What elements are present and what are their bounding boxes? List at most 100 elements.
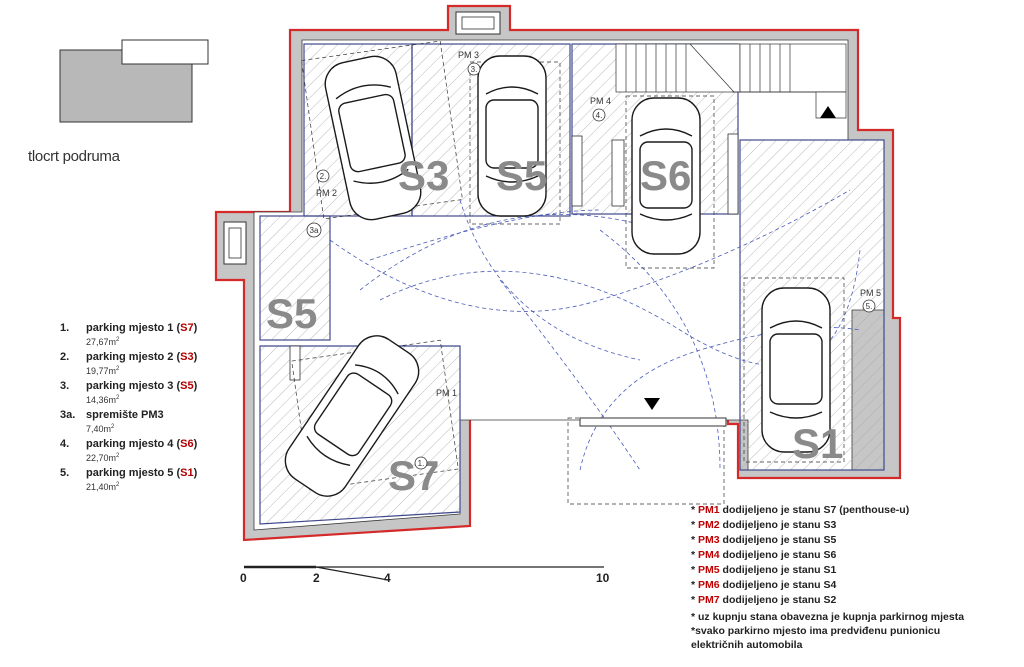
pm1-label: PM 1 — [436, 388, 457, 398]
circle-numbers — [306, 62, 876, 470]
note-item: * PM5 dodijeljeno je stanu S1 — [691, 563, 909, 578]
car-pm3 — [477, 55, 547, 217]
legend-area: 22,70m — [86, 453, 117, 463]
legend-area: 21,40m — [86, 482, 117, 492]
note-text: dodijeljeno je stanu S4 — [722, 579, 837, 591]
legend-item: 3a. spremište PM3 7,40m2 — [60, 409, 197, 435]
footnote-charging: *svako parkirno mjesto ima predviđenu pu… — [691, 625, 941, 637]
legend-item: 3. parking mjesto 3 (S5) 14,36m2 — [60, 380, 197, 406]
note-star: * — [691, 504, 696, 516]
car-pm5 — [761, 287, 831, 453]
footnote-charging-cont: električnih automobila — [691, 639, 803, 651]
legend-close: ) — [193, 380, 198, 392]
pm3-label: PM 3 — [458, 50, 479, 60]
pm2-label: PM 2 — [316, 188, 337, 198]
legend-item: 5. parking mjesto 5 (S1) 21,40m2 — [60, 467, 197, 493]
legend-area: 14,36m — [86, 395, 117, 405]
legend-area: 19,77m — [86, 366, 117, 376]
legend-close: ) — [193, 438, 198, 450]
note-pm: PM5 — [698, 564, 720, 576]
legend-close: ) — [193, 467, 198, 479]
note-star: * — [691, 549, 696, 561]
footnote-purchase: * uz kupnju stana obavezna je kupnja par… — [691, 611, 965, 623]
note-star: * — [691, 564, 696, 576]
num-1: 1. — [418, 459, 425, 468]
legend-unit-sup: 2 — [116, 482, 120, 488]
legend-unit-sup: 2 — [116, 395, 120, 401]
note-star: * — [691, 579, 696, 591]
legend-close: ) — [193, 322, 198, 334]
key-map — [59, 39, 209, 123]
note-text: dodijeljeno je stanu S5 — [722, 534, 837, 546]
legend: 1. parking mjesto 1 (S7) 27,67m2 2. park… — [60, 322, 197, 496]
scale-2: 2 — [313, 571, 320, 585]
note-star: * — [691, 594, 696, 606]
zone-label-s6: S6 — [640, 152, 691, 199]
legend-text: parking mjesto 4 ( — [86, 438, 181, 450]
legend-text: parking mjesto 5 ( — [86, 467, 181, 479]
note-star: * — [691, 519, 696, 531]
legend-num: 3a. — [60, 409, 76, 421]
legend-item: 4. parking mjesto 4 (S6) 22,70m2 — [60, 438, 197, 464]
num-3: 3. — [471, 65, 478, 74]
legend-text: parking mjesto 2 ( — [86, 351, 181, 363]
num-5: 5. — [866, 302, 873, 311]
note-text: dodijeljeno je stanu S7 (penthouse-u) — [722, 504, 910, 516]
legend-code: S3 — [180, 351, 194, 363]
note-pm: PM6 — [698, 579, 720, 591]
assignment-notes: * PM1 dodijeljeno je stanu S7 (penthouse… — [691, 503, 909, 608]
note-item: * PM6 dodijeljeno je stanu S4 — [691, 578, 909, 593]
columns — [289, 133, 739, 381]
top-vent — [455, 11, 501, 35]
legend-area: 27,67m — [86, 337, 117, 347]
zone-labels: S3 S5 S6 S5 S7 S1 — [266, 152, 843, 499]
legend-unit-sup: 2 — [116, 337, 120, 343]
legend-item: 1. parking mjesto 1 (S7) 27,67m2 — [60, 322, 197, 348]
scale-bar: 0 2 4 10 — [240, 565, 610, 585]
note-pm: PM3 — [698, 534, 720, 546]
pm5-label: PM 5 — [860, 288, 881, 298]
entrance-gate — [579, 106, 836, 427]
note-item: * PM4 dodijeljeno je stanu S6 — [691, 548, 909, 563]
legend-code: S6 — [180, 438, 194, 450]
note-pm: PM1 — [698, 504, 720, 516]
scale-10: 10 — [596, 571, 610, 585]
cars — [284, 55, 831, 497]
legend-close: ) — [193, 351, 198, 363]
footnotes: * uz kupnju stana obavezna je kupnja par… — [691, 610, 964, 652]
entrance-arrow-up — [820, 106, 836, 118]
note-pm: PM2 — [698, 519, 720, 531]
legend-num: 1. — [60, 322, 70, 334]
legend-text: spremište PM3 — [86, 409, 164, 421]
legend-area: 7,40m — [86, 424, 112, 434]
note-text: dodijeljeno je stanu S1 — [722, 564, 837, 576]
car-pm4 — [631, 97, 701, 255]
zone-label-s5-top: S5 — [496, 152, 547, 199]
pm4-label: PM 4 — [590, 96, 611, 106]
left-vent — [223, 221, 247, 265]
legend-code: S1 — [180, 467, 194, 479]
note-item: * PM7 dodijeljeno je stanu S2 — [691, 593, 909, 608]
legend-num: 3. — [60, 380, 70, 392]
zone-label-s3: S3 — [398, 152, 449, 199]
note-pm: PM7 — [698, 594, 720, 606]
note-star: * — [691, 534, 696, 546]
scale-0: 0 — [240, 571, 247, 585]
note-text: dodijeljeno je stanu S2 — [722, 594, 837, 606]
zone-label-s7: S7 — [388, 452, 439, 499]
legend-unit-sup: 2 — [111, 424, 115, 430]
legend-code: S7 — [180, 322, 194, 334]
legend-text: parking mjesto 3 ( — [86, 380, 181, 392]
legend-code: S5 — [180, 380, 194, 392]
note-item: * PM3 dodijeljeno je stanu S5 — [691, 533, 909, 548]
zone-s5-store — [259, 215, 331, 341]
pm-labels: PM 3 PM 4 PM 2 PM 5 PM 1 — [316, 50, 881, 398]
plan-title: tlocrt podruma — [28, 148, 120, 165]
car-pm1 — [284, 335, 420, 497]
note-item: * PM2 dodijeljeno je stanu S3 — [691, 518, 909, 533]
legend-item: 2. parking mjesto 2 (S3) 19,77m2 — [60, 351, 197, 377]
stairs — [615, 43, 847, 119]
note-text: dodijeljeno je stanu S6 — [722, 549, 837, 561]
legend-num: 2. — [60, 351, 70, 363]
